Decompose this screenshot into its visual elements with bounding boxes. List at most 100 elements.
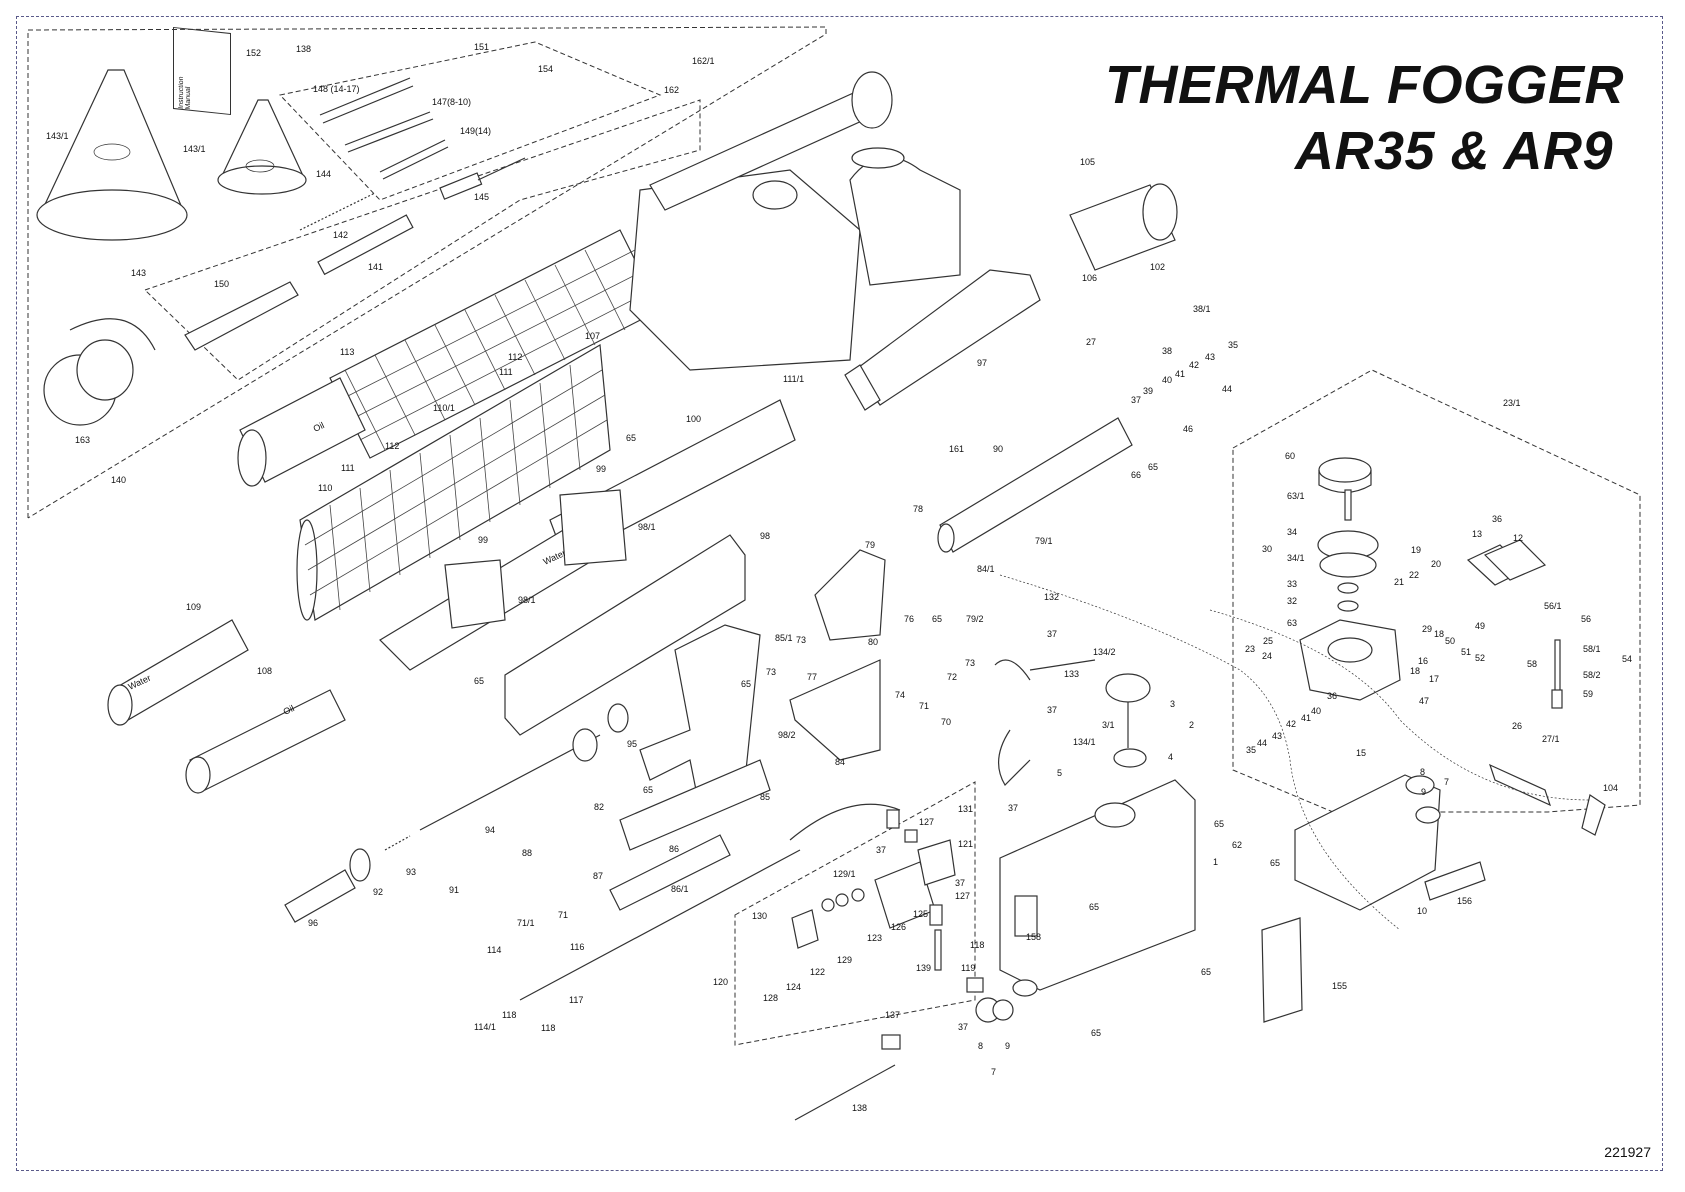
callout-c129: 129 bbox=[837, 955, 852, 965]
callout-c141: 141 bbox=[368, 262, 383, 272]
wrench-set bbox=[319, 77, 449, 180]
callout-c24: 24 bbox=[1262, 651, 1272, 661]
pump-assembly-boundary bbox=[734, 781, 976, 1046]
callout-c116: 116 bbox=[570, 942, 584, 952]
callout-c74: 74 bbox=[895, 690, 905, 700]
callout-c43b: 43 bbox=[1272, 731, 1282, 741]
cover-102 bbox=[1069, 183, 1178, 271]
callout-c44a: 44 bbox=[1222, 384, 1232, 394]
callout-c5: 5 bbox=[1057, 768, 1062, 778]
callout-c60: 60 bbox=[1285, 451, 1295, 461]
callout-c147: 147(8-10) bbox=[432, 97, 471, 107]
pump-body-126 bbox=[791, 839, 956, 949]
callout-c82: 82 bbox=[594, 802, 604, 812]
callout-c92: 92 bbox=[373, 887, 383, 897]
callout-c56_1: 56/1 bbox=[1544, 601, 1562, 611]
callout-c111b: 111 bbox=[341, 463, 355, 473]
callout-c73c: 73 bbox=[965, 658, 975, 668]
callout-c21: 21 bbox=[1394, 577, 1404, 587]
callout-c123: 123 bbox=[867, 933, 882, 943]
callout-c33: 33 bbox=[1287, 579, 1297, 589]
spring-and-rod bbox=[299, 192, 414, 276]
callout-c37c: 37 bbox=[1047, 705, 1057, 715]
callout-c62: 62 bbox=[1232, 840, 1242, 850]
callout-c91: 91 bbox=[449, 885, 459, 895]
air-route-line bbox=[1209, 609, 1591, 801]
callout-c59: 59 bbox=[1583, 689, 1593, 699]
callout-c158: 158 bbox=[1026, 932, 1041, 942]
callout-c50: 50 bbox=[1445, 636, 1455, 646]
oil-marking-108: Oil bbox=[282, 703, 296, 717]
callout-c35b: 35 bbox=[1246, 745, 1256, 755]
handle-bar bbox=[649, 71, 893, 211]
callout-c149: 149(14) bbox=[460, 126, 491, 136]
callout-c99b: 99 bbox=[478, 535, 488, 545]
callout-c152: 152 bbox=[246, 48, 261, 58]
sheet-border bbox=[16, 16, 1663, 1171]
callout-c84: 84 bbox=[835, 757, 845, 767]
exhaust-tube bbox=[237, 377, 366, 487]
callout-c58_1: 58/1 bbox=[1583, 644, 1601, 654]
callout-c58: 58 bbox=[1527, 659, 1537, 669]
callout-c71b: 71 bbox=[558, 910, 568, 920]
callout-c140: 140 bbox=[111, 475, 126, 485]
callout-c124: 124 bbox=[786, 982, 801, 992]
callout-c37g: 37 bbox=[958, 1022, 968, 1032]
callout-c88: 88 bbox=[522, 848, 532, 858]
carry-strap bbox=[184, 281, 299, 351]
callout-c10: 10 bbox=[1417, 906, 1427, 916]
callout-c78: 78 bbox=[913, 504, 923, 514]
callout-c25: 25 bbox=[1263, 636, 1273, 646]
callout-c7a: 7 bbox=[1444, 777, 1449, 787]
callout-c134_2: 134/2 bbox=[1093, 647, 1116, 657]
fuel-route-line bbox=[999, 574, 1401, 931]
callout-c27: 27 bbox=[1086, 337, 1096, 347]
callout-c111_1: 111/1 bbox=[783, 374, 804, 384]
callout-c100: 100 bbox=[686, 414, 701, 424]
spare-parts-boundary bbox=[144, 99, 701, 381]
callout-c65f: 65 bbox=[1089, 902, 1099, 912]
callout-c12: 12 bbox=[1513, 533, 1523, 543]
screwdriver bbox=[439, 157, 526, 200]
accessory-kit-boundary bbox=[27, 26, 827, 519]
callout-c154: 154 bbox=[538, 64, 553, 74]
callout-c39: 39 bbox=[1143, 386, 1153, 396]
callout-c113: 113 bbox=[340, 347, 354, 357]
callout-c73b: 73 bbox=[766, 667, 776, 677]
fuel-tank-unit bbox=[629, 147, 961, 371]
callout-c18a: 18 bbox=[1434, 629, 1444, 639]
callout-c65g: 65 bbox=[1201, 967, 1211, 977]
callout-c110: 110 bbox=[318, 483, 332, 493]
callout-c163: 163 bbox=[75, 435, 90, 445]
callout-c162_1: 162/1 bbox=[692, 56, 715, 66]
callout-c148: 148 (14-17) bbox=[313, 84, 360, 94]
callout-c43a: 43 bbox=[1205, 352, 1215, 362]
rod-116 bbox=[519, 803, 901, 1001]
callout-c129_1: 129/1 bbox=[833, 869, 856, 879]
callout-c8a: 8 bbox=[1420, 767, 1425, 777]
callout-c8b: 8 bbox=[978, 1041, 983, 1051]
callout-c127a: 127 bbox=[919, 817, 934, 827]
callout-c65h: 65 bbox=[1091, 1028, 1101, 1038]
callout-c112a: 112 bbox=[508, 352, 522, 362]
callout-c16: 16 bbox=[1418, 656, 1428, 666]
callout-c119: 119 bbox=[961, 963, 975, 973]
callout-c79_1: 79/1 bbox=[1035, 536, 1053, 546]
callout-c37b: 37 bbox=[1047, 629, 1057, 639]
callout-c18b: 18 bbox=[1410, 666, 1420, 676]
large-funnel bbox=[36, 69, 188, 241]
callout-c40b: 40 bbox=[1311, 706, 1321, 716]
callout-c98_1a: 98/1 bbox=[638, 522, 656, 532]
callout-c15: 15 bbox=[1356, 748, 1366, 758]
callout-c120: 120 bbox=[713, 977, 728, 987]
callout-c19: 19 bbox=[1411, 545, 1421, 555]
callout-c145: 145 bbox=[474, 192, 489, 202]
callout-c86: 86 bbox=[669, 844, 679, 854]
callout-c108: 108 bbox=[257, 666, 272, 676]
callout-c17: 17 bbox=[1429, 674, 1439, 684]
fuel-tank-1 bbox=[999, 779, 1196, 997]
callout-c65b: 65 bbox=[474, 676, 484, 686]
callout-c38_1: 38/1 bbox=[1193, 304, 1211, 314]
callout-c13: 13 bbox=[1472, 529, 1482, 539]
callout-c121: 121 bbox=[958, 839, 973, 849]
